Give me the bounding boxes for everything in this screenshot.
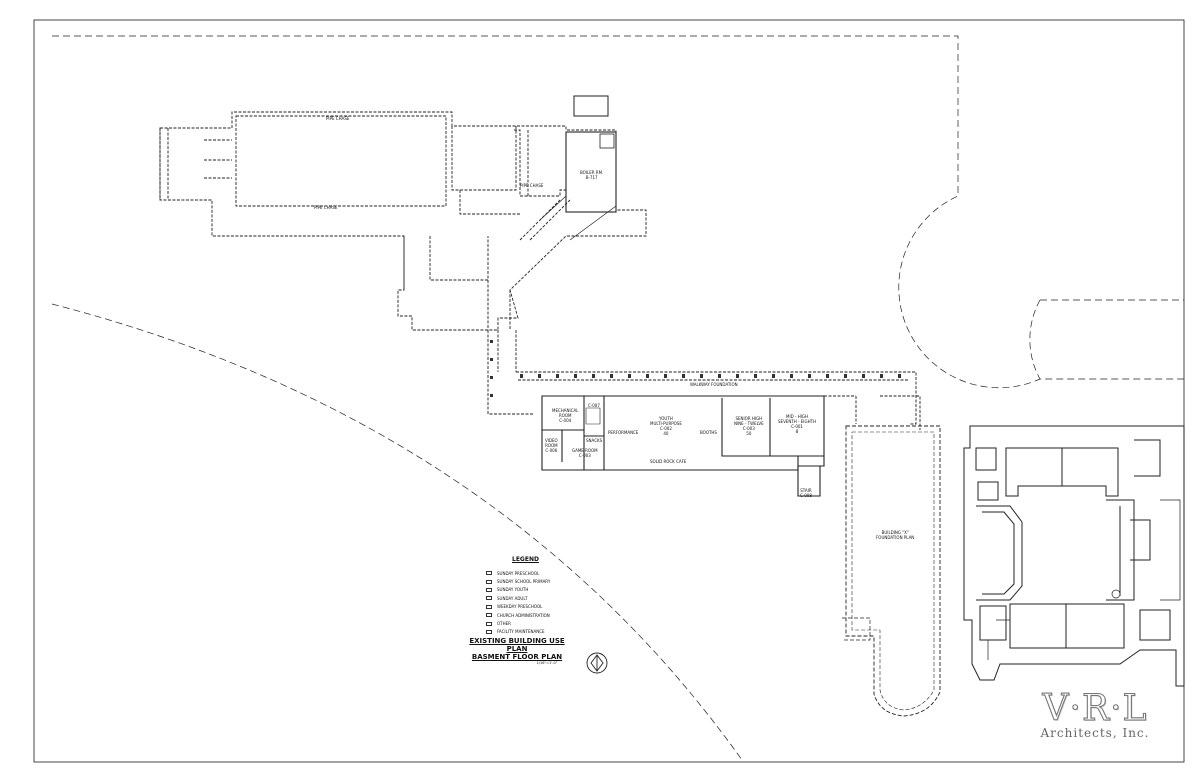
- mechanical-room-label: MECHANICAL ROOM C-004: [552, 408, 579, 423]
- column-tick: [736, 374, 739, 378]
- legend-item: SUNDAY YOUTH: [486, 586, 550, 594]
- north-arrow-icon: [586, 652, 608, 674]
- walkway-label: WALKWAY FOUNDATION: [690, 382, 738, 387]
- column-tick: [556, 374, 559, 378]
- legend-item: WEEKDAY PRESCHOOL: [486, 603, 550, 611]
- column-tick: [538, 374, 541, 378]
- column-tick: [664, 374, 667, 378]
- legend-item-label: SUNDAY ADULT: [497, 595, 528, 601]
- column-tick: [490, 358, 493, 361]
- drawing-title: EXISTING BUILDING USE PLAN: [469, 637, 565, 653]
- legend-item-label: OTHER: [497, 621, 511, 627]
- column-tick: [574, 374, 577, 378]
- legend-item-label: WEEKDAY PRESCHOOL: [497, 604, 543, 610]
- legend-item-label: FACILITY MAINTENANCE: [497, 629, 545, 635]
- column-tick: [880, 374, 883, 378]
- mid-high-label: MID - HIGH SEVENTH - EIGHTH C-001 8: [778, 414, 817, 434]
- legend-title: LEGEND: [512, 556, 539, 563]
- drawing-subtitle: BASMENT FLOOR PLAN: [471, 653, 563, 661]
- logo-firm-name: Architects, Inc.: [1040, 726, 1150, 740]
- legend-swatch: [486, 629, 492, 634]
- boiler-corridor: [539, 195, 617, 241]
- walkway-column-ticks: [490, 340, 901, 397]
- drawing-scale: 1/16"=1'-0": [536, 661, 558, 665]
- inset-floor-plan: [963, 425, 1185, 687]
- sheet-border: [33, 19, 1185, 763]
- column-tick: [682, 374, 685, 378]
- legend-item: SUNDAY ADULT: [486, 594, 550, 602]
- legend-swatch: [486, 613, 492, 618]
- boiler-room-stair: [599, 133, 615, 149]
- site-boundary-arc: [1029, 299, 1041, 380]
- legend-swatch: [486, 587, 492, 592]
- pipe-chase-label: PIPE CHASE: [520, 183, 544, 188]
- stair-label: STAIR C-008: [800, 488, 812, 498]
- performance-label: PERFORMANCE: [608, 430, 639, 435]
- site-boundary-diagonal: [51, 303, 743, 761]
- column-tick: [490, 340, 493, 343]
- site-boundary: [52, 35, 1184, 389]
- youth-wing: [541, 395, 825, 497]
- detached-structure: [573, 95, 609, 117]
- column-tick: [808, 374, 811, 378]
- booths-label: BOOTHS: [700, 430, 717, 435]
- column-tick: [862, 374, 865, 378]
- column-tick: [610, 374, 613, 378]
- column-tick: [490, 376, 493, 379]
- column-tick: [772, 374, 775, 378]
- legend-swatch: [486, 579, 492, 584]
- column-tick: [754, 374, 757, 378]
- pipe-chase-label: PIPE CHASE: [326, 116, 350, 121]
- building-x-inner: [851, 431, 935, 711]
- column-tick: [646, 374, 649, 378]
- game-room-label: GAME ROOM C-003: [572, 448, 598, 458]
- legend-item: OTHER: [486, 619, 550, 627]
- column-tick: [628, 374, 631, 378]
- legend-item-label: CHURCH ADMINISTRATION: [497, 612, 550, 618]
- legend-item-label: SUNDAY YOUTH: [497, 587, 529, 593]
- legend-item: SUNDAY SCHOOL PRIMARY: [486, 577, 550, 585]
- column-tick: [490, 394, 493, 397]
- legend: SUNDAY PRESCHOOL SUNDAY SCHOOL PRIMARY S…: [486, 569, 550, 636]
- column-tick: [844, 374, 847, 378]
- legend-item: SUNDAY PRESCHOOL: [486, 569, 550, 577]
- legend-swatch: [486, 571, 492, 576]
- logo-mark: V·R·L: [1042, 688, 1148, 729]
- legend-swatch: [486, 596, 492, 601]
- solid-rock-cafe-label: SOLID ROCK CAFE: [650, 459, 687, 464]
- column-tick: [700, 374, 703, 378]
- legend-swatch: [486, 621, 492, 626]
- legend-item: CHURCH ADMINISTRATION: [486, 611, 550, 619]
- building-x-label: BUILDING "X" FOUNDATION PLAN: [876, 530, 915, 540]
- column-tick: [898, 374, 901, 378]
- column-tick: [826, 374, 829, 378]
- legend-item-label: SUNDAY SCHOOL PRIMARY: [497, 579, 551, 585]
- boiler-room-label: BOILER RM. B-717: [580, 170, 604, 180]
- column-tick: [718, 374, 721, 378]
- youth-room-label: YOUTH MULTI-PURPOSE C-002 40: [650, 416, 682, 436]
- legend-swatch: [486, 604, 492, 609]
- snacks-label: SNACKS: [586, 438, 603, 443]
- column-tick: [520, 374, 523, 378]
- pipe-chase-label: PIPE CHASE: [314, 205, 338, 210]
- firm-logo: V·R·L Architects, Inc.: [1040, 688, 1150, 740]
- building-x-foundation: [845, 425, 941, 717]
- upper-building-outline: [159, 111, 921, 430]
- building-x-annex: [842, 617, 871, 641]
- column-tick: [592, 374, 595, 378]
- legend-item-label: SUNDAY PRESCHOOL: [497, 570, 540, 576]
- legend-item: FACILITY MAINTENANCE: [486, 628, 550, 636]
- boiler-room: [565, 131, 617, 213]
- column-tick: [790, 374, 793, 378]
- video-room-label: VIDEO ROOM C-006: [545, 438, 558, 453]
- closet-label: C-007: [588, 403, 600, 408]
- senior-high-label: SENIOR HIGH NINE - TWELVE C-003 50: [734, 416, 764, 436]
- drawing-title-block: EXISTING BUILDING USE PLAN BASMENT FLOOR…: [462, 637, 572, 666]
